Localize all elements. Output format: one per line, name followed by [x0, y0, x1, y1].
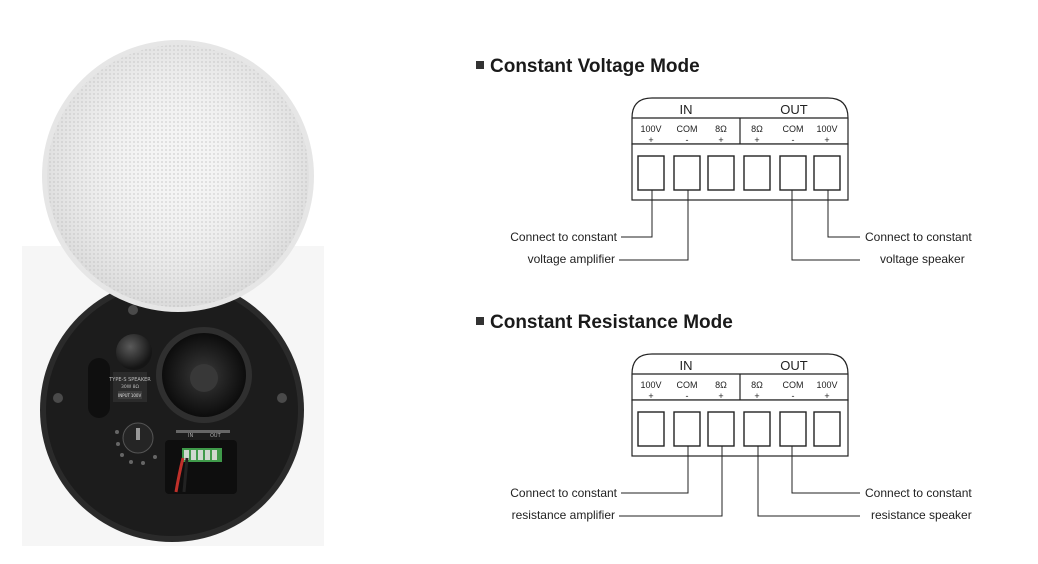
photo-terminal-in: IN	[188, 433, 193, 439]
terminal-1: 100V+	[640, 124, 662, 145]
terminal-4: 8Ω+	[751, 380, 763, 401]
in-label: IN	[679, 358, 693, 373]
section-title-text: Constant Resistance Mode	[490, 312, 733, 333]
terminal-2: COM-	[676, 124, 698, 145]
speaker-grill	[42, 40, 314, 312]
right-label-line2: resistance speaker	[871, 508, 972, 522]
speaker-label-line1: TYPE-S SPEAKER	[108, 377, 151, 383]
speaker-label-line2: 30W 8Ω	[121, 384, 139, 390]
terminal-6: 100V+	[816, 380, 838, 401]
terminal-3: 8Ω+	[715, 124, 727, 145]
terminal-1: 100V+	[640, 380, 662, 401]
right-label-line1: Connect to constant	[865, 486, 972, 500]
in-label: IN	[679, 102, 693, 117]
terminal-5: COM-	[782, 380, 804, 401]
input-value: 100V	[131, 393, 142, 398]
speaker-back-body: TYPE-S SPEAKER 30W 8Ω INPUT 100V IN OUT	[40, 278, 304, 542]
terminal-4: 8Ω+	[751, 124, 763, 145]
left-label-line1: Connect to constant	[510, 486, 617, 500]
diagram-resistance-lines	[619, 353, 860, 517]
diagram-voltage: IN OUT 100V+ COM- 8Ω+ 8Ω+ COM- 100V+ Con…	[476, 96, 1016, 296]
section-title-voltage: Constant Voltage Mode	[476, 56, 700, 78]
right-label-line1: Connect to constant	[865, 230, 972, 244]
left-label-line1: Connect to constant	[510, 230, 617, 244]
diagram-voltage-lines	[619, 97, 860, 261]
speaker-photo: TYPE-S SPEAKER 30W 8Ω INPUT 100V IN OUT	[22, 40, 324, 546]
terminal-2: COM-	[676, 380, 698, 401]
right-label-line2: voltage speaker	[880, 252, 965, 266]
photo-terminal-out: OUT	[210, 433, 222, 439]
bullet-icon	[476, 60, 484, 69]
section-title-text: Constant Voltage Mode	[490, 56, 700, 77]
bullet-icon	[476, 316, 484, 325]
out-label: OUT	[780, 358, 808, 373]
section-title-resistance: Constant Resistance Mode	[476, 312, 733, 334]
diagram-resistance: IN OUT 100V+ COM- 8Ω+ 8Ω+ COM- 100V+ Con…	[476, 352, 1016, 552]
input-label: INPUT	[118, 393, 131, 398]
terminal-6: 100V+	[816, 124, 838, 145]
left-label-line2: resistance amplifier	[511, 508, 615, 522]
out-label: OUT	[780, 102, 808, 117]
terminal-5: COM-	[782, 124, 804, 145]
left-label-line2: voltage amplifier	[527, 252, 615, 266]
terminal-3: 8Ω+	[715, 380, 727, 401]
